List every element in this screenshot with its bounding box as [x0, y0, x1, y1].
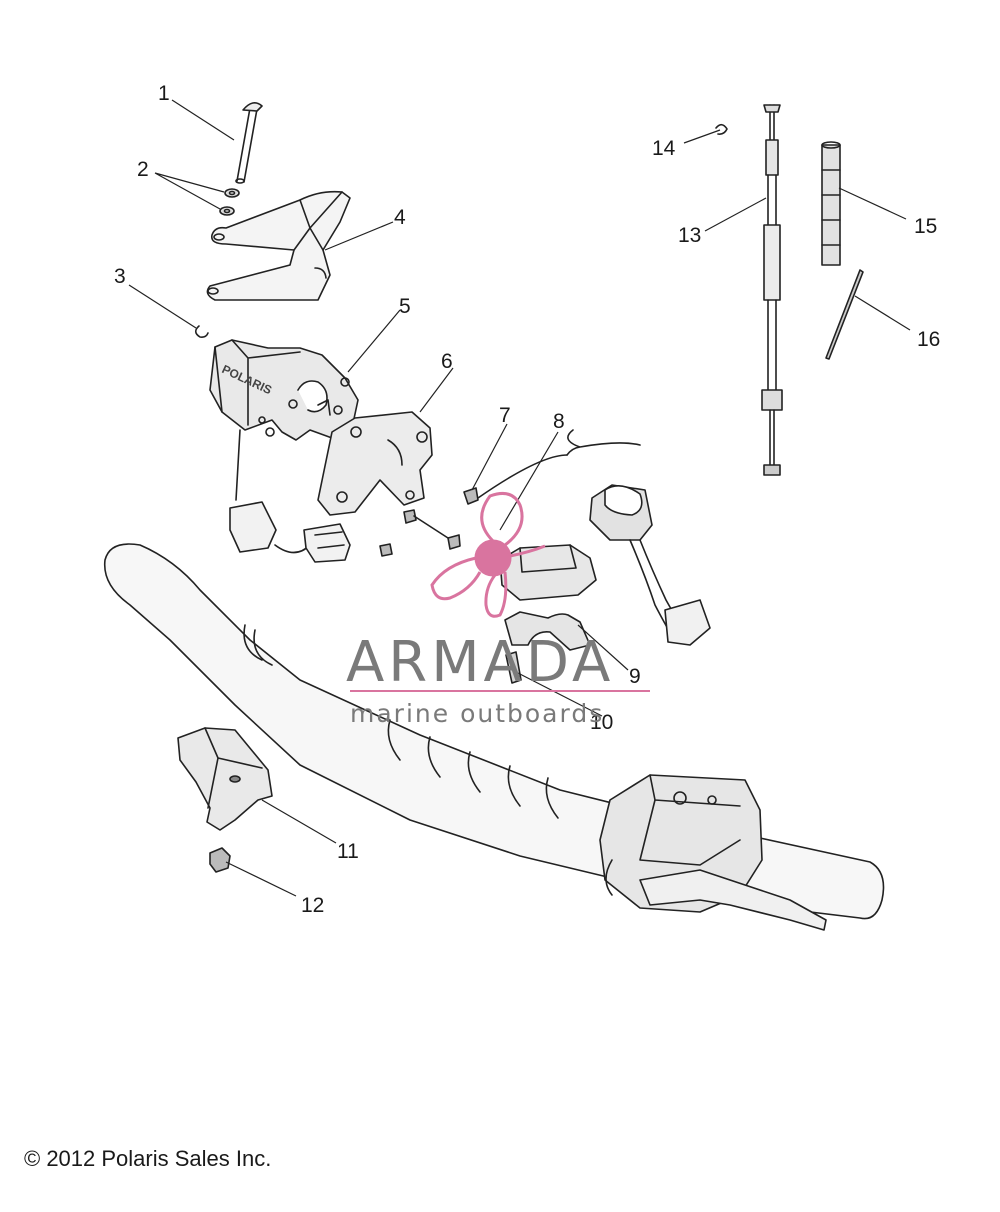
callout-15: 15	[914, 215, 938, 238]
callout-1: 1	[158, 82, 170, 105]
part-16-tie	[825, 269, 864, 360]
callout-6: 6	[441, 350, 453, 373]
part-11-switch	[177, 727, 273, 831]
callout-12: 12	[301, 894, 325, 917]
copyright-notice: © 2012 Polaris Sales Inc.	[24, 1146, 272, 1171]
callout-16: 16	[917, 328, 941, 351]
part-2-washers	[219, 188, 240, 216]
part-1-pin	[235, 102, 263, 184]
callout-13: 13	[678, 224, 702, 247]
part-4-bracket	[206, 190, 351, 301]
callout-11: 11	[337, 840, 359, 863]
callout-3: 3	[114, 265, 126, 288]
propeller-logo	[430, 492, 546, 618]
part-5-connector	[229, 501, 351, 563]
part-8-leader-curve	[477, 454, 568, 499]
part-14-clip	[715, 123, 728, 135]
callout-4: 4	[394, 206, 406, 229]
part-15-roll	[821, 141, 841, 266]
callout-10: 10	[590, 711, 614, 734]
watermark-tagline: marine outboards	[350, 699, 605, 728]
watermark-brand: ARMADA	[346, 630, 615, 695]
part-6-plate	[317, 411, 433, 516]
watermark-divider	[350, 690, 650, 692]
part-10-screw	[505, 651, 522, 684]
part-7-screws	[379, 487, 479, 557]
callout-8: 8	[553, 410, 565, 433]
part-12-setscrew	[209, 847, 231, 873]
callout-5: 5	[399, 295, 411, 318]
part-8-switch-assembly	[499, 484, 711, 646]
part-13-cable	[761, 104, 783, 476]
part-5-housing: POLARIS	[209, 339, 359, 554]
callout-9: 9	[629, 665, 641, 688]
callout-14: 14	[652, 137, 676, 160]
part-3-clip	[194, 325, 209, 338]
callout-2: 2	[137, 158, 149, 181]
callout-7: 7	[499, 404, 511, 427]
leader-lines	[128, 99, 911, 897]
right-control-housing	[599, 774, 827, 931]
part-9-clamp	[504, 611, 591, 651]
